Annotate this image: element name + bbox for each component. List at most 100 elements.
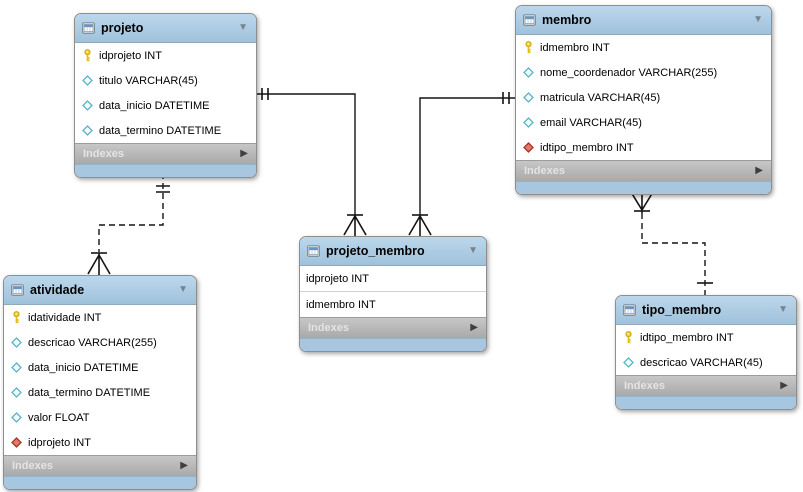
column-row[interactable]: idatividade INT (4, 305, 196, 330)
indexes-row[interactable]: Indexes ▶ (75, 143, 256, 164)
column-row[interactable]: matricula VARCHAR(45) (516, 85, 771, 110)
expand-triangle-icon[interactable]: ▶ (180, 460, 188, 471)
column-label: data_inicio DATETIME (99, 99, 210, 112)
table-name: projeto (101, 21, 144, 35)
expand-triangle-icon[interactable]: ▶ (755, 165, 763, 176)
table-footer (616, 396, 796, 409)
table-footer (4, 476, 196, 489)
column-icon (522, 92, 535, 103)
column-label: data_termino DATETIME (99, 124, 222, 137)
relationship-membro-projeto_membro[interactable] (408, 92, 515, 236)
table-header[interactable]: projeto ▼ (75, 14, 256, 43)
column-label: data_termino DATETIME (28, 386, 151, 399)
collapse-triangle-icon[interactable]: ▼ (178, 284, 188, 295)
column-label: descricao VARCHAR(45) (640, 356, 763, 369)
table-header[interactable]: membro ▼ (516, 6, 771, 35)
column-icon (10, 362, 23, 373)
table-header[interactable]: atividade ▼ (4, 276, 196, 305)
expand-triangle-icon[interactable]: ▶ (240, 148, 248, 159)
table-icon (11, 283, 24, 297)
table-footer (516, 181, 771, 194)
column-label: matricula VARCHAR(45) (540, 91, 661, 104)
column-icon (81, 125, 94, 136)
column-row[interactable]: data_termino DATETIME (4, 380, 196, 405)
column-icon (81, 100, 94, 111)
primary-key-icon (622, 331, 635, 344)
column-row[interactable]: idmembro INT (516, 35, 771, 60)
expand-triangle-icon[interactable]: ▶ (780, 380, 788, 391)
column-row[interactable]: data_inicio DATETIME (4, 355, 196, 380)
column-label: email VARCHAR(45) (540, 116, 642, 129)
column-label: titulo VARCHAR(45) (99, 74, 198, 87)
column-icon (522, 67, 535, 78)
indexes-label: Indexes (308, 322, 349, 334)
fk-column-icon (10, 437, 23, 448)
column-row[interactable]: descricao VARCHAR(45) (616, 350, 796, 375)
column-icon (522, 117, 535, 128)
column-label: idprojeto INT (306, 272, 369, 285)
column-label: idtipo_membro INT (540, 141, 634, 154)
collapse-triangle-icon[interactable]: ▼ (238, 22, 248, 33)
column-row[interactable]: idtipo_membro INT (516, 135, 771, 160)
column-row[interactable]: data_termino DATETIME (75, 118, 256, 143)
column-row[interactable]: valor FLOAT (4, 405, 196, 430)
column-row[interactable]: descricao VARCHAR(255) (4, 330, 196, 355)
primary-key-icon (522, 41, 535, 54)
column-row[interactable]: idtipo_membro INT (616, 325, 796, 350)
column-label: idatividade INT (28, 311, 102, 324)
expand-triangle-icon[interactable]: ▶ (470, 322, 478, 333)
table-name: tipo_membro (642, 303, 722, 317)
indexes-label: Indexes (624, 380, 665, 392)
indexes-row[interactable]: Indexes ▶ (4, 455, 196, 476)
column-row[interactable]: titulo VARCHAR(45) (75, 68, 256, 93)
column-row[interactable]: idprojeto INT (4, 430, 196, 455)
relationship-projeto-projeto_membro[interactable] (255, 88, 367, 236)
column-row[interactable]: email VARCHAR(45) (516, 110, 771, 135)
fk-column-icon (522, 142, 535, 153)
table-footer (300, 338, 486, 351)
column-icon (81, 75, 94, 86)
table-header[interactable]: projeto_membro ▼ (300, 237, 486, 266)
column-label: idmembro INT (306, 298, 376, 311)
column-icon (10, 412, 23, 423)
column-icon (622, 357, 635, 368)
table-projeto_membro[interactable]: projeto_membro ▼ idprojeto INT idmembro … (299, 236, 487, 352)
table-icon (523, 13, 536, 27)
indexes-row[interactable]: Indexes ▶ (616, 375, 796, 396)
primary-key-icon (10, 311, 23, 324)
table-name: projeto_membro (326, 244, 425, 258)
column-row[interactable]: idprojeto INT (300, 266, 486, 291)
collapse-triangle-icon[interactable]: ▼ (753, 14, 763, 25)
column-label: idprojeto INT (28, 436, 91, 449)
column-row[interactable]: data_inicio DATETIME (75, 93, 256, 118)
column-label: valor FLOAT (28, 411, 90, 424)
indexes-row[interactable]: Indexes ▶ (516, 160, 771, 181)
collapse-triangle-icon[interactable]: ▼ (468, 245, 478, 256)
column-label: idmembro INT (540, 41, 610, 54)
column-row[interactable]: idmembro INT (300, 291, 486, 317)
column-row[interactable]: nome_coordenador VARCHAR(255) (516, 60, 771, 85)
column-label: nome_coordenador VARCHAR(255) (540, 66, 718, 79)
indexes-label: Indexes (12, 460, 53, 472)
indexes-row[interactable]: Indexes ▶ (300, 317, 486, 338)
primary-key-icon (81, 49, 94, 62)
table-atividade[interactable]: atividade ▼ idatividade INT descricao VA… (3, 275, 197, 490)
column-label: data_inicio DATETIME (28, 361, 139, 374)
table-header[interactable]: tipo_membro ▼ (616, 296, 796, 325)
column-row[interactable]: idprojeto INT (75, 43, 256, 68)
table-icon (82, 21, 95, 35)
relationship-projeto-atividade[interactable] (87, 173, 170, 275)
table-membro[interactable]: membro ▼ idmembro INT nome_coordenador V… (515, 5, 772, 195)
table-tipo_membro[interactable]: tipo_membro ▼ idtipo_membro INT descrica… (615, 295, 797, 410)
indexes-label: Indexes (83, 148, 124, 160)
relationship-tipo_membro-membro[interactable] (630, 191, 713, 295)
table-name: membro (542, 13, 592, 27)
collapse-triangle-icon[interactable]: ▼ (778, 304, 788, 315)
column-label: idtipo_membro INT (640, 331, 734, 344)
indexes-label: Indexes (524, 165, 565, 177)
table-footer (75, 164, 256, 177)
table-projeto[interactable]: projeto ▼ idprojeto INT titulo VARCHAR(4… (74, 13, 257, 178)
column-label: idprojeto INT (99, 49, 162, 62)
